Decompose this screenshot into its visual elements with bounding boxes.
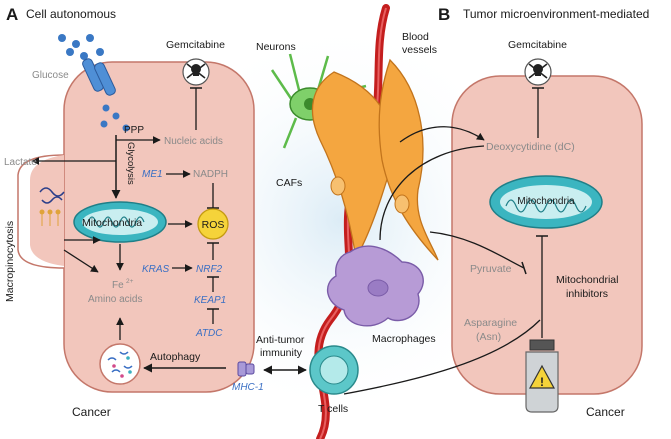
atdc-label: ATDC	[195, 328, 223, 339]
ros-label: ROS	[202, 219, 225, 231]
t-cells-label: T cells	[318, 403, 348, 415]
autophagy-label: Autophagy	[150, 351, 201, 363]
nadph-label: NADPH	[193, 169, 228, 180]
nucleic-acids-label: Nucleic acids	[164, 136, 223, 147]
lysosome-icon	[99, 343, 141, 385]
tcell-asparagine-arrow	[343, 319, 541, 395]
glucose-molecules	[58, 34, 104, 60]
mhc1-icon	[237, 361, 255, 377]
me1-label: ME1	[142, 169, 163, 180]
cafs-label: CAFs	[276, 177, 302, 189]
panel-a-letter: A	[6, 5, 18, 24]
mitochondria-b-label: Mitochondria	[517, 196, 575, 207]
panel-a-title: Cell autonomous	[26, 7, 116, 21]
intracellular-glucose	[100, 104, 130, 132]
mhc1-label: MHC-1	[232, 382, 264, 393]
vial-warning-icon: !	[525, 339, 559, 413]
amino-acids-label: Amino acids	[88, 294, 142, 305]
skull-icon	[524, 58, 552, 86]
macrophages-label: Macrophages	[372, 333, 436, 345]
keap1-label: KEAP1	[194, 295, 226, 306]
asparagine-label-2: (Asn)	[476, 331, 501, 343]
kras-label: KRAS	[142, 264, 170, 275]
nrf2-label: NRF2	[196, 264, 223, 275]
glucose-label: Glucose	[32, 70, 69, 81]
macropino-fe-arrow	[63, 249, 99, 273]
asparagine-label-1: Asparagine	[464, 317, 517, 329]
glucose-transporter-icon	[82, 58, 116, 96]
fe-charge-label: 2+	[126, 278, 134, 285]
skull-icon	[182, 58, 210, 86]
mito-inhibitors-label-1: Mitochondrial	[556, 274, 618, 286]
caf-dc-arrow	[399, 126, 485, 143]
anti-tumor-label-1: Anti-tumor	[256, 334, 305, 346]
neurons-label: Neurons	[256, 41, 296, 53]
cancer-b-caption: Cancer	[586, 405, 625, 419]
mito-inhibitors-label-2: inhibitors	[566, 288, 608, 300]
svg-text:!: !	[540, 375, 544, 389]
cancer-a-caption: Cancer	[72, 405, 111, 419]
ppp-label: PPP	[124, 125, 144, 136]
mitochondria-b	[489, 175, 603, 229]
lactate-label: Lactate	[4, 157, 37, 168]
blood-vessels-label-1: Blood	[402, 31, 429, 43]
panel-b-title: Tumor microenvironment-mediated	[463, 7, 649, 21]
macrophage-dc-arrow	[379, 145, 485, 241]
gemcitabine-b-label: Gemcitabine	[508, 39, 567, 51]
macropinocytosis-label: Macropinocytosis	[4, 221, 16, 302]
ros-circle	[197, 208, 229, 240]
mitochondria-a-label: Mitochondria	[82, 217, 142, 229]
deoxycytidine-label: Deoxycytidine (dC)	[486, 141, 575, 153]
anti-tumor-label-2: immunity	[260, 347, 303, 359]
caf-pyruvate-inhibit	[429, 231, 525, 269]
pyruvate-label: Pyruvate	[470, 263, 512, 275]
mitochondria-a	[73, 201, 167, 243]
glycolysis-label: Glycolysis	[125, 142, 136, 185]
protein-nutrient-icon	[39, 187, 65, 226]
fe-label: Fe	[112, 280, 124, 291]
panel-b-letter: B	[438, 5, 450, 24]
blood-vessels-label-2: vessels	[402, 44, 437, 56]
gemcitabine-a-label: Gemcitabine	[166, 39, 225, 51]
